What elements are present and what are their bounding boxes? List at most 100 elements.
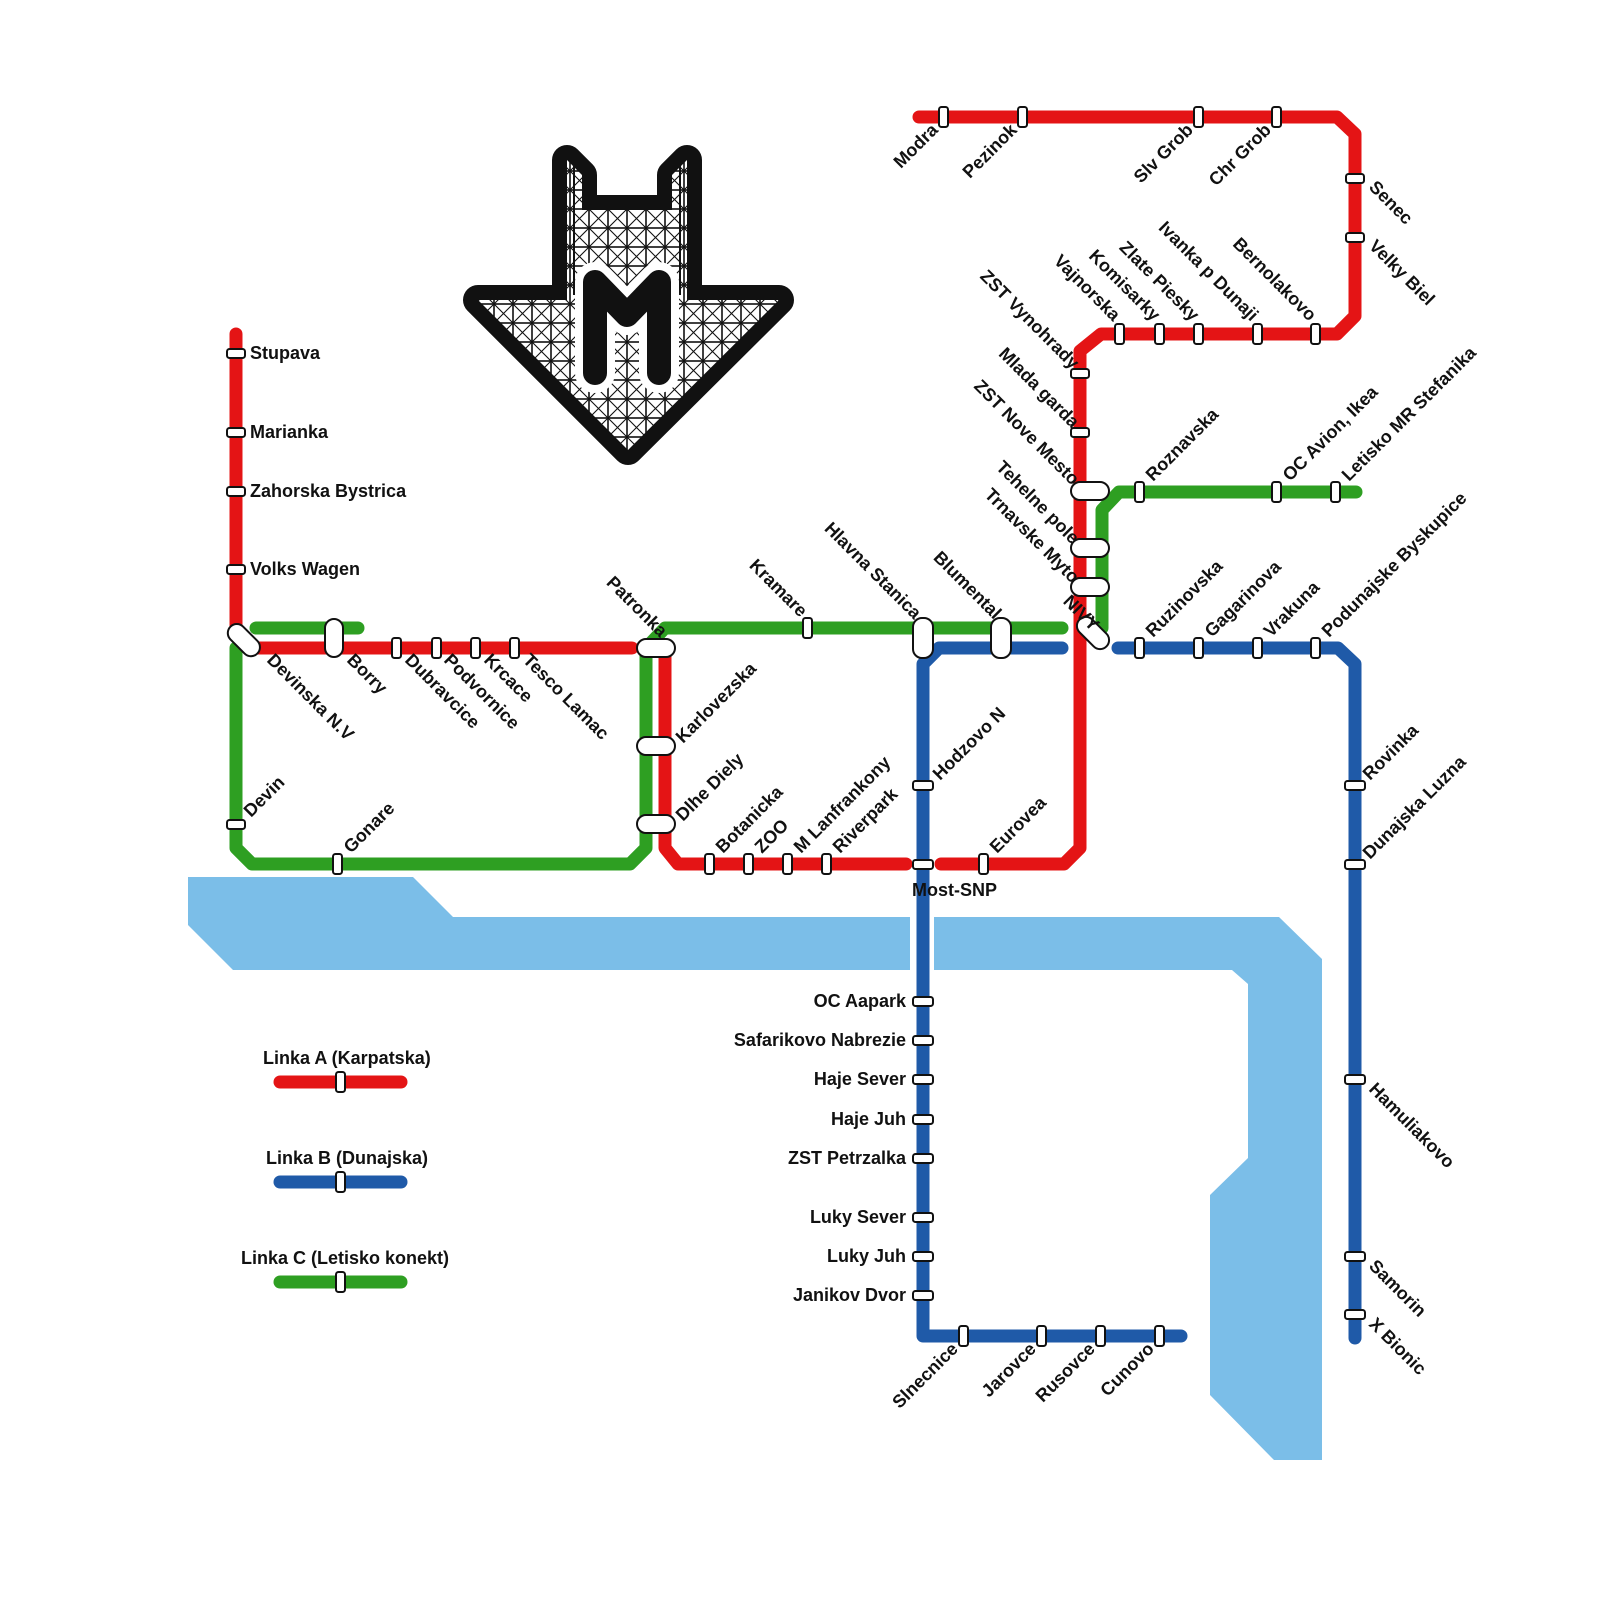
label-roznavska: Roznavska xyxy=(1142,403,1223,484)
label-pezinok: Pezinok xyxy=(959,119,1022,182)
stop-bernolakovo xyxy=(1310,323,1321,345)
label-stupava: Stupava xyxy=(250,343,321,363)
stop-borry xyxy=(324,618,344,658)
label-most-snp: Most-SNP xyxy=(912,880,997,900)
label-blumental: Blumental xyxy=(930,547,1006,623)
legend-label-a: Linka A (Karpatska) xyxy=(263,1048,431,1068)
label-hamuliakovo: Hamuliakovo xyxy=(1365,1079,1458,1172)
stop-samorin xyxy=(1344,1251,1366,1262)
legend-label-c: Linka C (Letisko konekt) xyxy=(241,1248,449,1268)
label-slv-grob: Slv Grob xyxy=(1130,120,1197,187)
label-luky-sever: Luky Sever xyxy=(810,1207,906,1227)
label-borry: Borry xyxy=(343,650,391,698)
stop-vajnorska xyxy=(1114,323,1125,345)
stop-haje-sever xyxy=(912,1074,934,1085)
label-samorin: Samorin xyxy=(1365,1256,1430,1321)
stop-hamuliakovo xyxy=(1344,1074,1366,1085)
stop-nivy xyxy=(1075,615,1111,651)
stop-kramare xyxy=(802,617,813,639)
stop-letisko xyxy=(1330,481,1341,503)
stop-devin xyxy=(226,819,246,830)
label-senec: Senec xyxy=(1365,177,1417,229)
stop-rusovce xyxy=(1095,1325,1106,1347)
stop-senec xyxy=(1345,173,1365,184)
stop-dubravcice xyxy=(391,637,402,659)
label-dlhe-diely: Dlhe Diely xyxy=(672,749,748,825)
stop-zahorska-bystrica xyxy=(226,486,246,497)
label-tesco-lamac: Tesco Lamac xyxy=(519,650,613,744)
stop-krcace xyxy=(470,637,481,659)
stop-podvornice xyxy=(431,637,442,659)
label-oc-aapark: OC Aapark xyxy=(814,991,907,1011)
stop-slnecnice xyxy=(958,1325,969,1347)
stop-zlate-piesky xyxy=(1193,323,1204,345)
label-devin: Devin xyxy=(240,772,289,821)
label-haje-juh: Haje Juh xyxy=(831,1109,906,1129)
stop-zst-petrzalka xyxy=(912,1153,934,1164)
stop-komisarky xyxy=(1154,323,1165,345)
label-hodzovo: Hodzovo N xyxy=(929,703,1010,784)
stop-m-lanfrankony xyxy=(782,853,793,875)
stop-chr-grob xyxy=(1271,106,1282,128)
label-rusovce: Rusovce xyxy=(1032,1339,1099,1406)
stop-dlhe-diely xyxy=(636,814,676,834)
legend-stop-c xyxy=(335,1271,346,1293)
legend-stop-a xyxy=(335,1071,346,1093)
stop-gagarinova xyxy=(1193,637,1204,659)
stop-haje-juh xyxy=(912,1114,934,1125)
label-hlavna-stanica: Hlavna Stanica xyxy=(821,518,926,623)
stop-tehelne-pole xyxy=(1070,538,1110,558)
stop-pezinok xyxy=(1017,106,1028,128)
label-chr-grob: Chr Grob xyxy=(1205,120,1275,190)
stop-patronka xyxy=(636,638,676,658)
stop-tesco-lamac xyxy=(509,637,520,659)
stop-dunajska-luzna xyxy=(1344,859,1366,870)
stop-vrakuna xyxy=(1252,637,1263,659)
line-b xyxy=(916,641,1362,1345)
stop-jarovce xyxy=(1036,1325,1047,1347)
label-ivanka: Ivanka p Dunaji xyxy=(1155,217,1263,325)
label-gonare: Gonare xyxy=(340,798,399,857)
stop-zst-vynohrady xyxy=(1070,368,1090,379)
label-modra: Modra xyxy=(890,119,943,172)
label-zst-nove-mesto: ZST Nove Mesto xyxy=(970,376,1083,489)
stop-mlada-garda xyxy=(1070,427,1090,438)
stop-cunovo xyxy=(1154,1325,1165,1347)
label-velky-biel: Velky Biel xyxy=(1365,236,1439,310)
label-luky-juh: Luky Juh xyxy=(827,1246,906,1266)
stop-blumental xyxy=(990,617,1012,659)
label-zahorska-bystrica: Zahorska Bystrica xyxy=(250,481,407,501)
stop-janikov-dvor xyxy=(912,1290,934,1301)
legend-label-b: Linka B (Dunajska) xyxy=(266,1148,428,1168)
label-karlovezska: Karlovezska xyxy=(672,658,761,747)
label-kramare: Kramare xyxy=(746,555,812,621)
danube-river xyxy=(188,877,1322,1460)
metro-m-logo xyxy=(463,145,794,465)
stop-zst-nove-mesto xyxy=(1070,481,1110,501)
label-janikov-dvor: Janikov Dvor xyxy=(793,1285,906,1305)
label-rovinka: Rovinka xyxy=(1359,719,1423,783)
stop-slv-grob xyxy=(1193,106,1204,128)
stop-roznavska xyxy=(1134,481,1145,503)
stop-botanicka xyxy=(704,853,715,875)
label-x-bionic: X Bionic xyxy=(1365,1314,1430,1379)
stop-modra xyxy=(938,106,949,128)
line-c xyxy=(229,485,1363,871)
stop-ruzinovska xyxy=(1134,637,1145,659)
stop-oc-avion xyxy=(1271,481,1282,503)
stop-volks-wagen xyxy=(226,564,246,575)
stop-zoo xyxy=(743,853,754,875)
stop-eurovea xyxy=(978,853,989,875)
stop-riverpark xyxy=(821,853,832,875)
stop-devinska-nv xyxy=(226,623,261,658)
stop-hlavna-stanica xyxy=(912,617,934,659)
stop-hodzovo xyxy=(912,780,934,791)
stop-trnavske-myto xyxy=(1070,577,1110,597)
label-cunovo: Cunovo xyxy=(1096,1339,1158,1401)
label-zst-petrzalka: ZST Petrzalka xyxy=(788,1148,907,1168)
label-marianka: Marianka xyxy=(250,422,329,442)
legend-stop-b xyxy=(335,1171,346,1193)
stop-x-bionic xyxy=(1344,1309,1366,1320)
legend: Linka A (Karpatska) Linka B (Dunajska) L… xyxy=(241,1048,449,1293)
